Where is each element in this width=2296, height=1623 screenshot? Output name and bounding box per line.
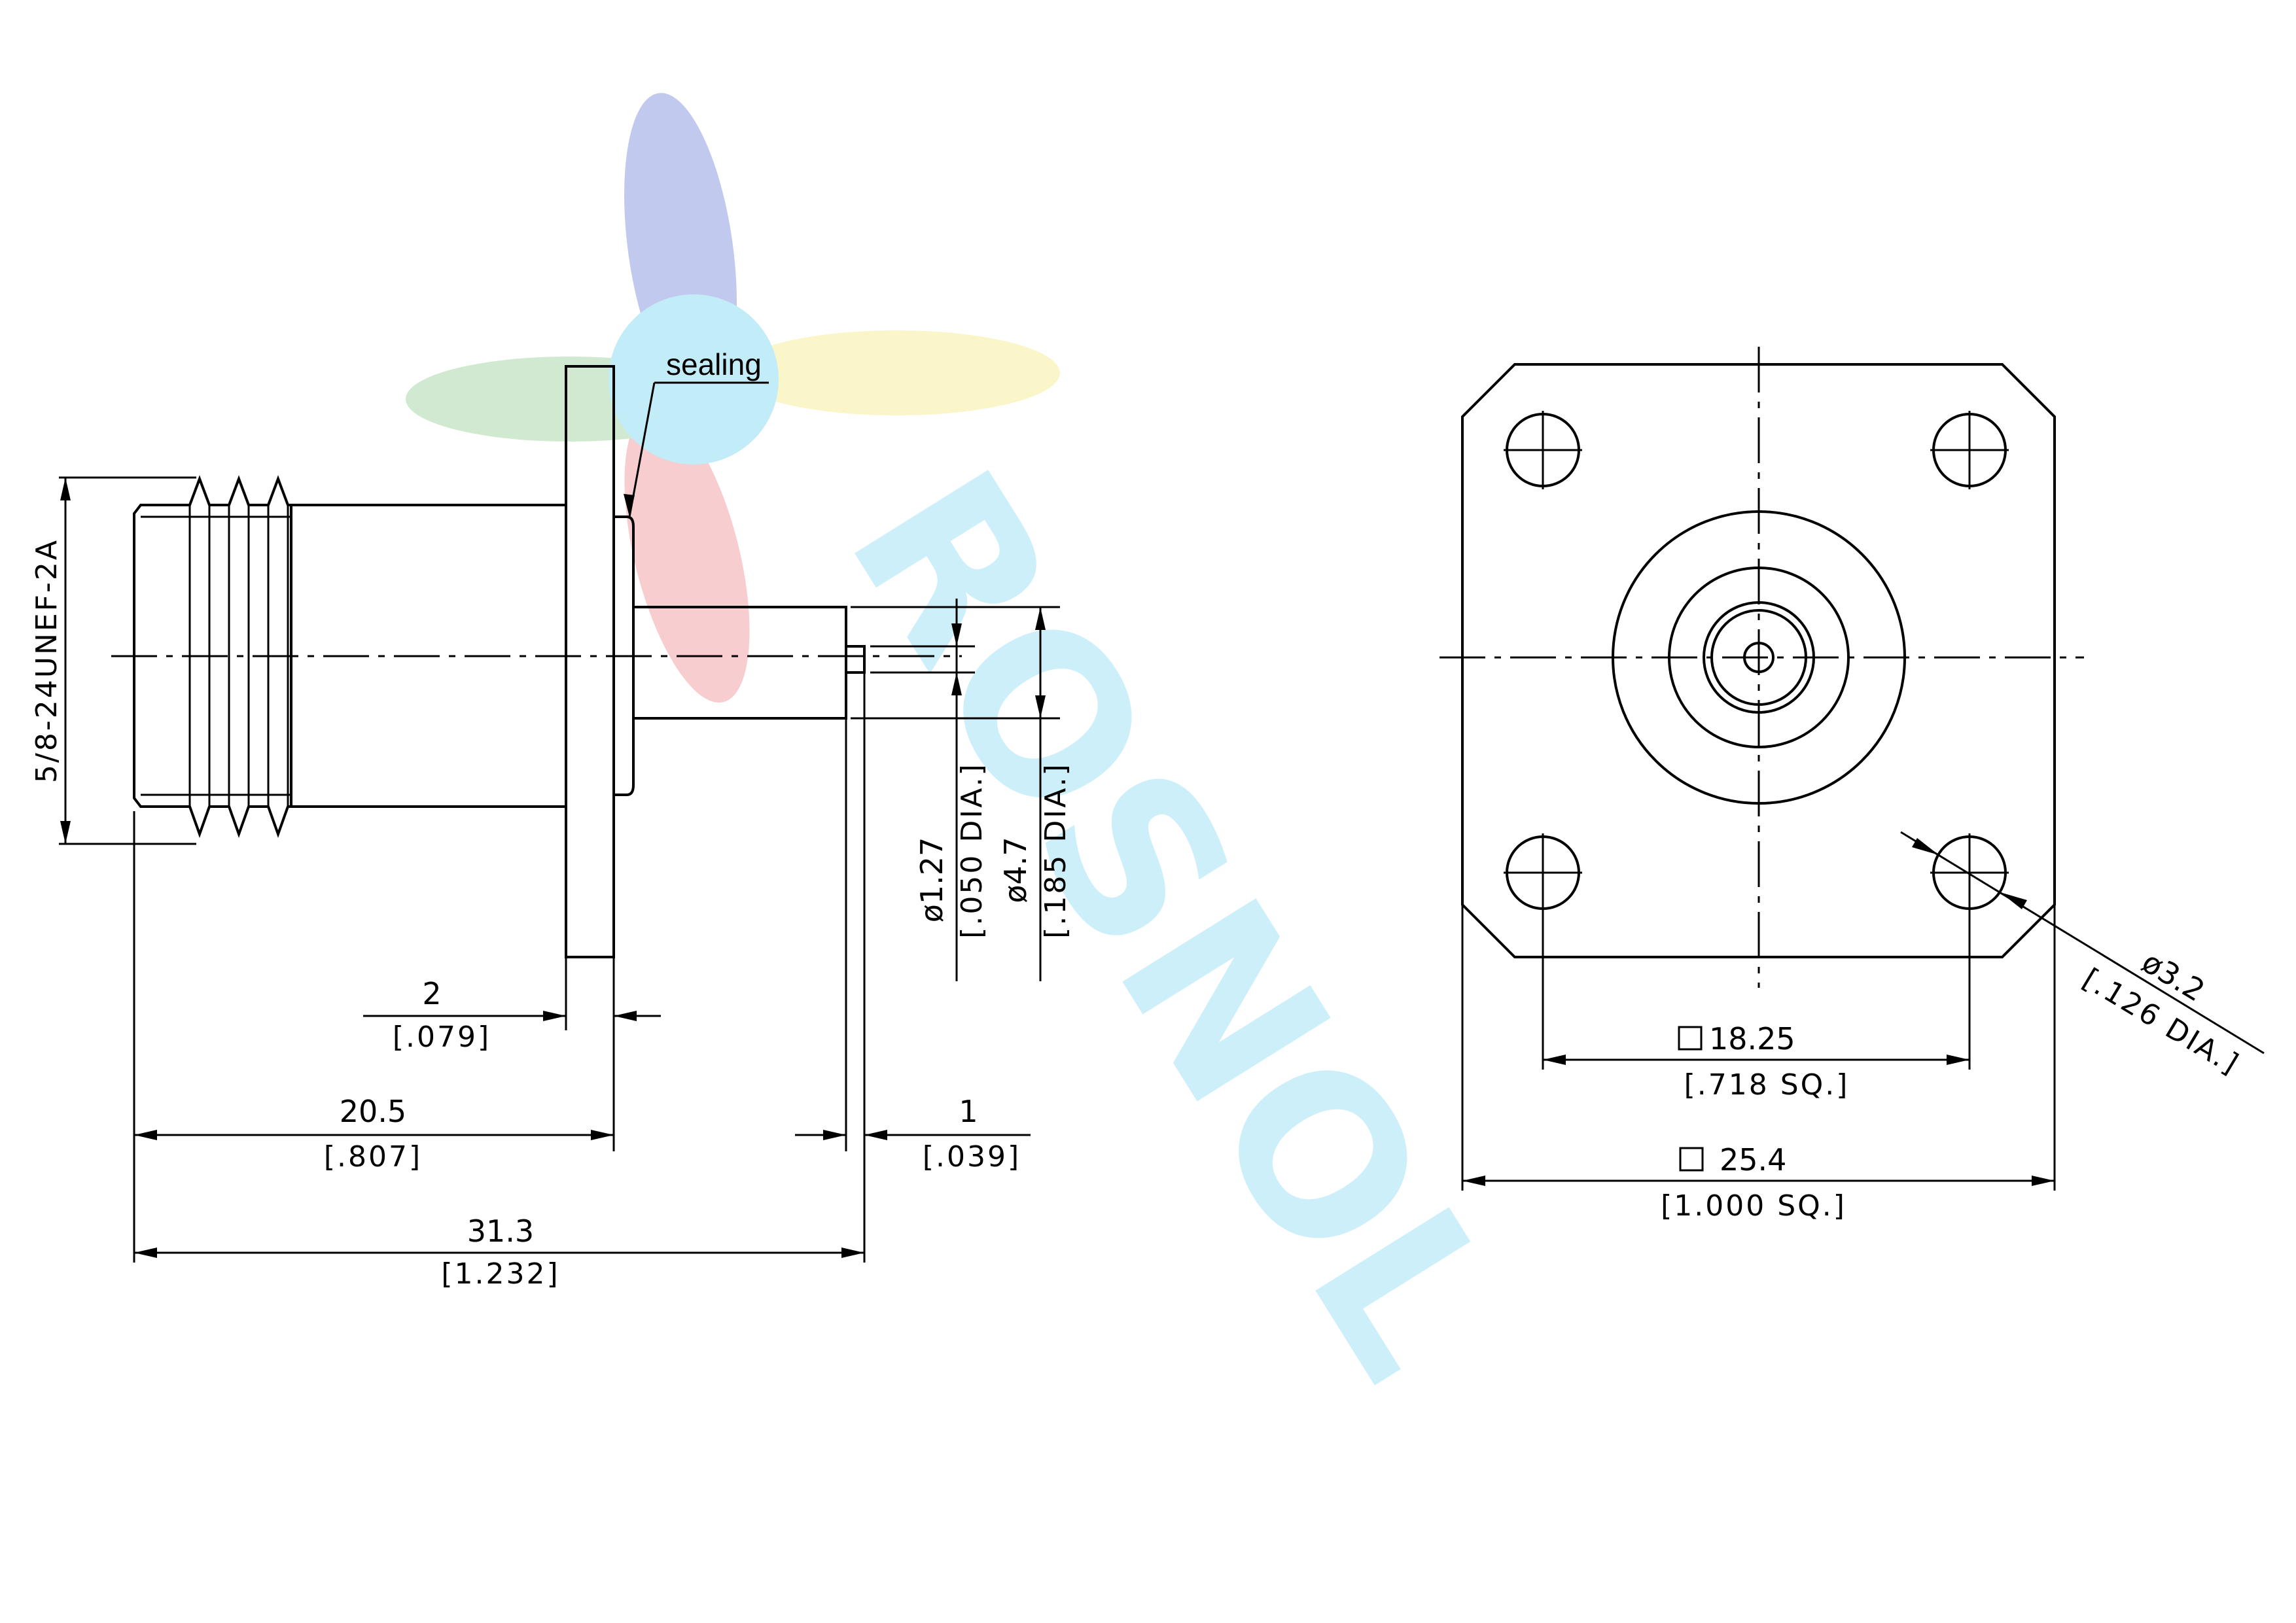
dim-flange-square-inch: [1.000 SQ.] bbox=[1661, 1189, 1846, 1223]
dim-flange-metric: 2 bbox=[422, 976, 441, 1011]
dim-flange-square-metric: 25.4 bbox=[1720, 1142, 1786, 1178]
dim-flange-square-arrow-left bbox=[1462, 1176, 1485, 1186]
dim-flange-arrow-right bbox=[614, 1011, 637, 1021]
dim-ins-dia-arrow-bottom bbox=[1035, 695, 1046, 718]
mounting-hole-bottom-right bbox=[1930, 833, 2009, 912]
dim-ins-dia-metric: ø4.7 bbox=[998, 837, 1033, 903]
flange-square-outline bbox=[1461, 363, 2056, 958]
dim-pin-metric: 1 bbox=[959, 1094, 978, 1129]
mounting-hole-top-right bbox=[1930, 411, 2009, 489]
center-pin-tip bbox=[845, 645, 866, 674]
watermark-text: ROSNOL bbox=[801, 430, 1547, 1418]
mounting-hole-bottom-left bbox=[1504, 833, 1582, 912]
dim-hole-dia-arrow-a bbox=[1912, 838, 1939, 855]
dim-total-arrow-right bbox=[841, 1248, 864, 1258]
thread-outer-ring bbox=[1612, 510, 1906, 805]
dim-pin-inch: [.039] bbox=[923, 1140, 1021, 1174]
side-view: sealing 5/8-24UNEF-2A 2 [.079] 20.5 [.80… bbox=[30, 347, 1072, 1291]
square-symbol-icon bbox=[1679, 1147, 1704, 1172]
sealing-arrowhead bbox=[624, 494, 635, 517]
flange-plate bbox=[565, 365, 615, 958]
dim-hole-spacing-arrow-left bbox=[1543, 1055, 1566, 1065]
watermark-logo bbox=[406, 93, 1060, 703]
dim-total-arrow-left bbox=[134, 1248, 157, 1258]
dim-hole-spacing-metric: 18.25 bbox=[1709, 1021, 1795, 1056]
dim-hole-dia-arrow-b bbox=[2000, 892, 2027, 909]
dim-flange-square-arrow-right bbox=[2032, 1176, 2055, 1186]
sealing-label: sealing bbox=[666, 347, 762, 381]
square-symbol-icon bbox=[1678, 1026, 1703, 1051]
dim-pin-dia-arrow-top bbox=[951, 623, 962, 646]
dim-pin-dia-arrow-bottom bbox=[951, 672, 962, 695]
watermark-red-petal bbox=[624, 409, 750, 703]
insulator-ring-inner bbox=[1710, 609, 1807, 706]
dim-pin-arrow-left bbox=[823, 1130, 846, 1140]
dim-hole-spacing-arrow-right bbox=[1947, 1055, 1969, 1065]
dim-body-arrow-left bbox=[134, 1130, 157, 1140]
dim-hole-dia-leader bbox=[1900, 831, 2265, 1055]
watermark-yellow-petal bbox=[733, 330, 1060, 415]
dim-pin-arrow-right bbox=[864, 1130, 887, 1140]
insulator-ring-outer bbox=[1703, 601, 1815, 714]
dim-hole-spacing-inch: [.718 SQ.] bbox=[1684, 1068, 1850, 1102]
dim-total-metric: 31.3 bbox=[467, 1213, 534, 1249]
dim-body-inch: [.807] bbox=[324, 1140, 422, 1174]
mounting-hole-top-left bbox=[1504, 411, 1582, 489]
thread-arrow-bottom bbox=[60, 821, 71, 844]
dim-ins-dia-arrow-top bbox=[1035, 607, 1046, 630]
thread-spec-label: 5/8-24UNEF-2A bbox=[30, 538, 63, 783]
front-view: 18.25 [.718 SQ.] 25.4 [1.000 SQ.] ø3.2 [… bbox=[1439, 347, 2265, 1223]
dim-body-metric: 20.5 bbox=[340, 1094, 406, 1129]
watermark-center-disc bbox=[609, 294, 779, 464]
dim-pin-dia-inch: [.050 DIA.] bbox=[955, 762, 989, 938]
dim-body-arrow-right bbox=[591, 1130, 614, 1140]
thread-arrow-top bbox=[60, 478, 71, 500]
dim-ins-dia-inch: [.185 DIA.] bbox=[1039, 762, 1072, 938]
dim-pin-dia-metric: ø1.27 bbox=[914, 837, 949, 923]
dim-flange-arrow-left bbox=[543, 1011, 566, 1021]
dim-flange-inch: [.079] bbox=[393, 1021, 491, 1054]
body-ring bbox=[1668, 567, 1850, 748]
sealing-leader bbox=[628, 382, 656, 517]
dim-total-inch: [1.232] bbox=[441, 1257, 559, 1291]
contact-ring bbox=[1743, 642, 1775, 673]
